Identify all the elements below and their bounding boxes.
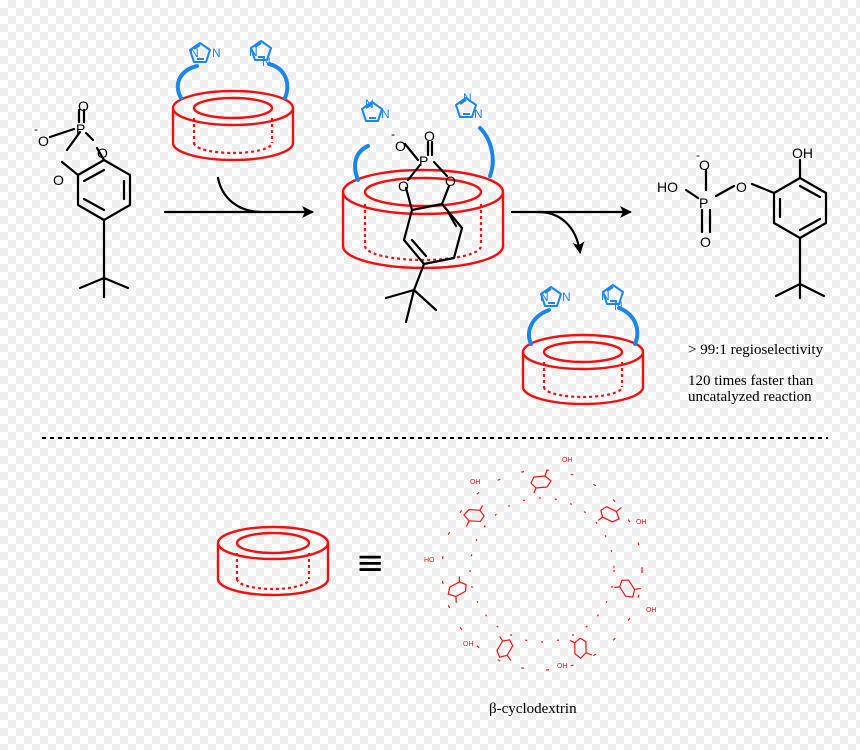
atom-oxygen: O [38, 133, 49, 149]
atom-hydroxyl-oh: OH [792, 145, 813, 161]
atom-oxygen: O [395, 138, 406, 154]
atom-nitrogen: N [365, 97, 374, 111]
charge-minus: - [391, 127, 395, 141]
atom-oxygen: O [53, 172, 64, 188]
linker-right [267, 62, 290, 100]
cd-hydroxyl: OH [463, 641, 474, 648]
equivalence-symbol: ≡ [356, 543, 385, 583]
atom-phosphorus: P [76, 121, 85, 137]
atom-nitrogen: N [262, 55, 271, 69]
cd-hydroxyl: OH [636, 519, 647, 526]
beta-cyclodextrin-structure [441, 469, 644, 671]
release-arrow-icon [536, 210, 585, 254]
atom-oxygen: O [398, 178, 409, 194]
atom-phosphorus: P [699, 195, 708, 211]
atom-hydroxyl-ho: HO [657, 179, 678, 195]
regioselectivity-note: > 99:1 regioselectivity [688, 342, 824, 358]
atom-nitrogen: N [562, 290, 571, 304]
linker-left [527, 308, 551, 346]
catalyst-reagent [171, 40, 295, 162]
released-catalyst [521, 284, 645, 406]
atom-nitrogen: N [249, 45, 258, 59]
atom-nitrogen: N [190, 46, 199, 60]
linker-left [175, 64, 199, 100]
atom-phosphorus: P [419, 153, 428, 169]
charge-minus: - [696, 148, 700, 162]
atom-oxygen: O [699, 157, 710, 173]
linker-right [617, 306, 640, 346]
inclusion-complex [341, 97, 505, 324]
cyclodextrin-torus-icon [171, 89, 295, 162]
cd-hydroxyl: OH [646, 607, 657, 614]
atom-oxygen: O [445, 173, 456, 189]
atom-nitrogen: N [474, 107, 483, 121]
atom-oxygen: O [424, 128, 435, 144]
atom-nitrogen: N [212, 46, 221, 60]
atom-oxygen: O [97, 145, 108, 161]
cyclodextrin-caption: β-cyclodextrin [489, 701, 577, 717]
rate-note-line1: 120 times faster than [688, 373, 814, 389]
legend-torus [216, 525, 330, 597]
cyclodextrin-torus-icon [521, 333, 645, 406]
rate-note-line2: uncatalyzed reaction [688, 389, 812, 405]
product-phosphate-monoester [684, 158, 828, 300]
linker-right [478, 126, 495, 178]
atom-oxygen: O [700, 234, 711, 250]
cd-hydroxyl: OH [562, 457, 573, 464]
linker-left [353, 144, 370, 182]
curved-arrow-in [216, 176, 264, 214]
atom-oxygen: O [78, 98, 89, 114]
atom-nitrogen: N [601, 289, 610, 303]
atom-nitrogen: N [463, 91, 472, 105]
reactant-cyclic-phosphate [48, 108, 132, 299]
cd-hydroxyl: OH [470, 479, 481, 486]
charge-minus: - [34, 122, 38, 136]
atom-nitrogen: N [381, 107, 390, 121]
atom-nitrogen: N [540, 290, 549, 304]
cd-hydroxyl: OH [557, 663, 568, 670]
cd-hydroxyl: HO [424, 557, 435, 564]
atom-nitrogen: N [614, 299, 623, 313]
atom-oxygen: O [736, 179, 747, 195]
